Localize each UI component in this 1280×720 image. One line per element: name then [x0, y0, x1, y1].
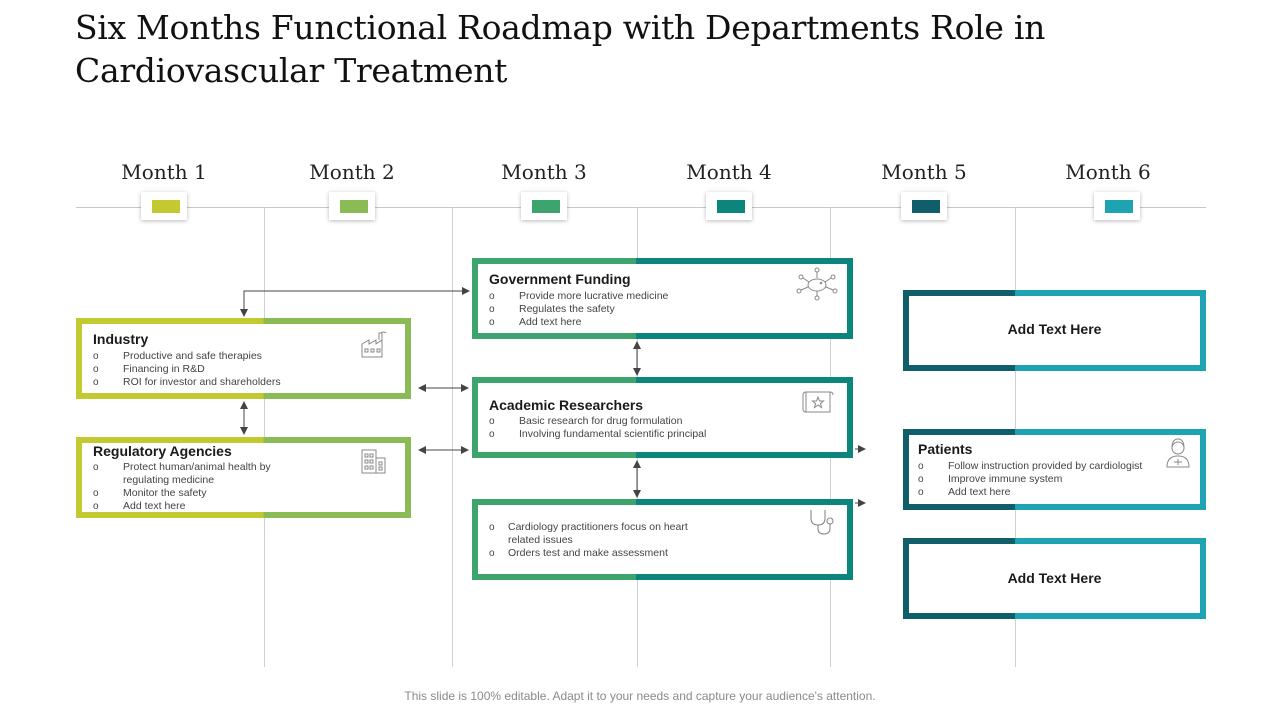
list-item: Involving fundamental scientific princip…	[489, 428, 769, 441]
factory-icon	[361, 331, 387, 358]
month-swatch	[532, 200, 560, 213]
month-swatch	[340, 200, 368, 213]
card-title: Academic Researchers	[489, 397, 644, 413]
card-cardiology: Cardiology practitioners focus on heart …	[472, 499, 853, 580]
month-marker-5	[901, 192, 947, 220]
month-swatch	[912, 200, 940, 213]
certificate-icon	[802, 391, 834, 413]
month-marker-3	[521, 192, 567, 220]
patient-icon	[1166, 438, 1190, 468]
card-patients: Patients Follow instruction provided by …	[903, 429, 1206, 510]
bullet-list: Protect human/animal health by regulatin…	[93, 461, 293, 513]
card-title: Add Text Here	[1007, 321, 1102, 337]
month-label-1: Month 1	[121, 160, 207, 184]
month-divider	[452, 207, 453, 667]
list-item: Monitor the safety	[93, 487, 293, 500]
stethoscope-icon	[810, 510, 834, 535]
list-item: Basic research for drug formulation	[489, 415, 769, 428]
list-item: Add text here	[93, 500, 293, 513]
footer-note: This slide is 100% editable. Adapt it to…	[404, 689, 876, 703]
month-marker-2	[329, 192, 375, 220]
card-title: Government Funding	[489, 271, 631, 287]
piggy-bank-icon	[796, 267, 838, 301]
bullet-list: Basic research for drug formulation Invo…	[489, 415, 769, 441]
list-item: Cardiology practitioners focus on heart …	[489, 521, 694, 547]
month-swatch	[717, 200, 745, 213]
list-item: Follow instruction provided by cardiolog…	[918, 460, 1178, 473]
bullet-list: Provide more lucrative medicine Regulate…	[489, 290, 769, 329]
connector-arrow	[240, 287, 470, 317]
card-title: Regulatory Agencies	[93, 443, 232, 459]
list-item: Add text here	[918, 486, 1178, 499]
bullet-list: Follow instruction provided by cardiolog…	[918, 460, 1178, 499]
month-marker-1	[141, 192, 187, 220]
list-item: Protect human/animal health by regulatin…	[93, 461, 293, 487]
month-label-4: Month 4	[686, 160, 772, 184]
list-item: Provide more lucrative medicine	[489, 290, 769, 303]
card-add-text-1: Add Text Here	[903, 290, 1206, 371]
month-label-5: Month 5	[881, 160, 967, 184]
list-item: Orders test and make assessment	[489, 547, 694, 560]
timeline-axis	[76, 207, 1206, 208]
card-academic-researchers: Academic Researchers Basic research for …	[472, 377, 853, 458]
page-title: Six Months Functional Roadmap with Depar…	[75, 8, 1046, 90]
card-government-funding: Government Funding Provide more lucrativ…	[472, 258, 853, 339]
list-item: Add text here	[489, 316, 769, 329]
month-swatch	[152, 200, 180, 213]
list-item: Productive and safe therapies	[93, 350, 353, 363]
bullet-list: Productive and safe therapies Financing …	[93, 350, 353, 389]
card-title: Patients	[918, 441, 973, 457]
building-icon	[361, 449, 386, 474]
card-title: Industry	[93, 331, 149, 347]
month-marker-4	[706, 192, 752, 220]
list-item: ROI for investor and shareholders	[93, 376, 353, 389]
card-add-text-2: Add Text Here	[903, 538, 1206, 619]
card-title: Add Text Here	[1007, 570, 1102, 586]
month-label-6: Month 6	[1065, 160, 1151, 184]
month-swatch	[1105, 200, 1133, 213]
list-item: Financing in R&D	[93, 363, 353, 376]
month-marker-6	[1094, 192, 1140, 220]
card-regulatory-agencies: Regulatory Agencies Protect human/animal…	[76, 437, 411, 518]
month-label-3: Month 3	[501, 160, 587, 184]
list-item: Regulates the safety	[489, 303, 769, 316]
list-item: Improve immune system	[918, 473, 1178, 486]
bullet-list: Cardiology practitioners focus on heart …	[489, 521, 694, 560]
month-label-2: Month 2	[309, 160, 395, 184]
card-industry: Industry Productive and safe therapies F…	[76, 318, 411, 399]
